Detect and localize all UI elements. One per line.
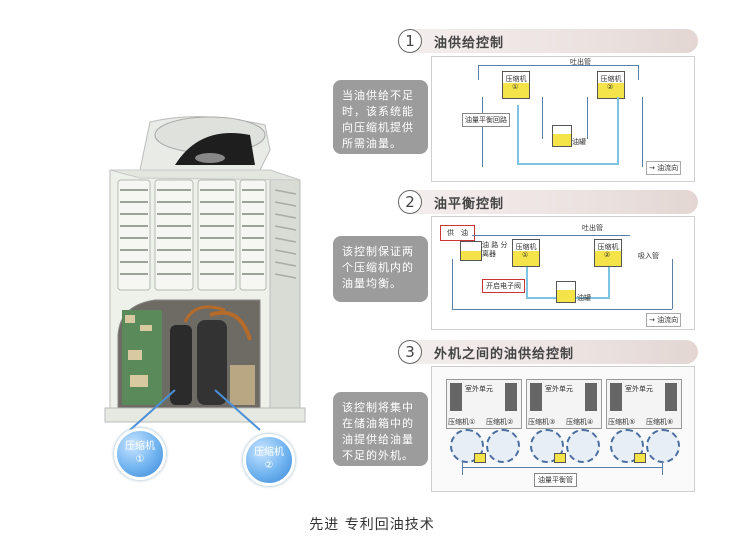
- supply-oil-label: 供 油: [440, 225, 475, 241]
- section-number: 1: [398, 29, 422, 53]
- section-1-description: 当油供给不足时，该系统能向压缩机提供所需油量。: [333, 80, 428, 154]
- oil-balance-diagram: 供 油 油 路 分离器 压缩机 ① 压缩机 ② 吐出管 吸入管 开启电子阀 油罐…: [431, 216, 695, 330]
- oil-separator-label: 油 路 分离器: [482, 241, 508, 258]
- section-title: 油供给控制: [434, 36, 505, 51]
- compressor-coil: [486, 429, 520, 463]
- compressor-1-label: 压缩机①: [448, 418, 476, 426]
- compressor-1-number: ①: [522, 251, 529, 259]
- compressor-coil: [646, 429, 680, 463]
- compressor-6-label: 压缩机⑥: [646, 418, 674, 426]
- oil-flow-legend: → 油流向: [646, 161, 682, 175]
- compressor-2: 压缩机: [594, 239, 622, 267]
- callout-number: ①: [135, 454, 145, 465]
- section-number: 2: [398, 190, 422, 214]
- section-3-description: 该控制将集中在储油箱中的油提供给油量不足的外机。: [333, 392, 428, 466]
- oil-tank: [552, 125, 572, 147]
- section-title: 油平衡控制: [434, 197, 505, 212]
- compressor-2-callout: 压缩机 ②: [243, 434, 295, 486]
- compressor-1-callout: 压缩机 ①: [114, 428, 166, 480]
- outdoor-unit-illustration: [104, 116, 306, 431]
- oil-tank-label: 油罐: [577, 294, 591, 302]
- compressor-1-number: ①: [512, 83, 519, 91]
- section-1-header: 1 油供给控制: [398, 29, 698, 53]
- compressor-coil: [566, 429, 600, 463]
- electronic-valve-label: 开启电子阀: [482, 279, 525, 293]
- oil-separator: [460, 241, 482, 261]
- section-2-description: 该控制保证两个压缩机内的油量均衡。: [333, 236, 428, 302]
- compressor-2-label: 压缩机②: [486, 418, 514, 426]
- page-caption: 先进 专利回油技术: [309, 517, 435, 533]
- callout-label: 压缩机: [254, 447, 284, 458]
- compressor-5-label: 压缩机⑤: [608, 418, 636, 426]
- section-2-header: 2 油平衡控制: [398, 190, 698, 214]
- compressor-1: 压缩机: [512, 239, 540, 267]
- compressor-2: 压缩机: [597, 71, 625, 99]
- compressor-4-label: 压缩机④: [566, 418, 594, 426]
- discharge-pipe-label: 吐出管: [570, 58, 591, 66]
- oil-flow-legend: → 油流向: [646, 313, 682, 327]
- outdoor-unit-3: 室外单元: [606, 379, 682, 429]
- compressor-3-label: 压缩机③: [528, 418, 556, 426]
- section-number: 3: [398, 340, 422, 364]
- outdoor-unit-1: 室外单元: [446, 379, 522, 429]
- oil-tank-label: 油罐: [572, 138, 586, 146]
- compressor-2-number: ②: [607, 83, 614, 91]
- compressor-1: 压缩机: [502, 71, 530, 99]
- discharge-pipe-label: 吐出管: [582, 224, 603, 232]
- oil-tank: [556, 281, 576, 303]
- oil-balance-circuit-label: 油量平衡回路: [462, 113, 510, 127]
- oil-supply-diagram: 吐出管 压缩机 ① 压缩机 ② 油量平衡回路 油罐 → 油流向: [431, 56, 695, 182]
- compressor-2-number: ②: [604, 251, 611, 259]
- outdoor-unit-2: 室外单元: [526, 379, 602, 429]
- suction-pipe-label: 吸入管: [638, 252, 659, 260]
- compressor-coil: [610, 429, 644, 463]
- callout-label: 压缩机: [125, 441, 155, 452]
- section-3-header: 3 外机之间的油供给控制: [398, 340, 698, 364]
- callout-number: ②: [264, 460, 274, 471]
- oil-balance-pipe-label: 油量平衡管: [534, 473, 577, 487]
- inter-unit-oil-diagram: 室外单元 室外单元 室外单元 压缩机① 压缩机② 压缩机③ 压缩机④ 压缩机⑤ …: [431, 366, 695, 492]
- section-title: 外机之间的油供给控制: [434, 347, 575, 362]
